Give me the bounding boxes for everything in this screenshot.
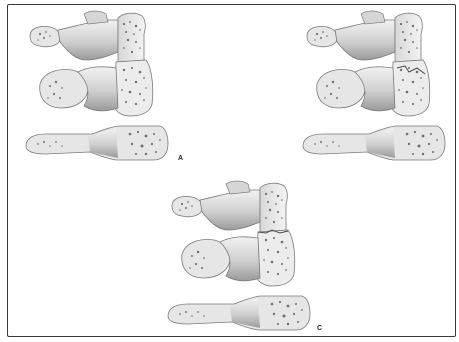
cervical-spine-illustration-c [160,178,330,338]
panel-b-illustration [295,8,459,168]
cervical-spine-illustration-a [18,8,188,168]
panel-c-illustration [160,178,330,338]
panel-label-a: A [178,155,183,162]
panel-a-illustration [18,8,188,168]
panel-label-c: C [317,325,322,332]
cervical-spine-illustration-b [295,8,459,168]
